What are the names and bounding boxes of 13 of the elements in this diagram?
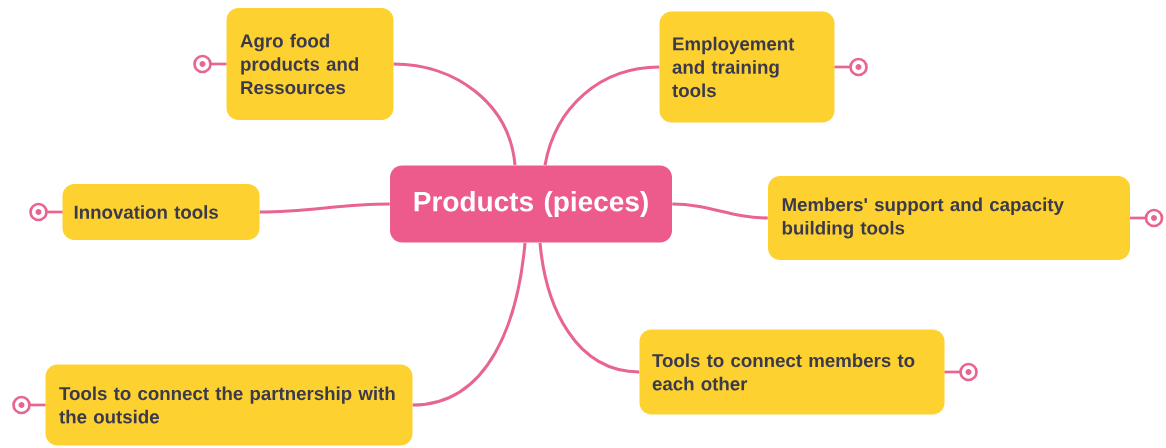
subtopic-box: Agro food products and Ressources (226, 8, 394, 120)
connector (538, 242, 640, 374)
topic-box: Products (pieces) (390, 165, 672, 243)
connector (259, 202, 390, 214)
connector (543, 65, 660, 166)
connector (412, 242, 527, 407)
connector (393, 62, 517, 166)
subtopic-box: Tools to connect the partnership with the outside (45, 364, 413, 446)
subtopic-box: Employement and training tools (659, 11, 835, 123)
subtopic-box: Innovation tools (62, 184, 260, 240)
subtopic-box: Members' support and capacity building tools (768, 176, 1130, 260)
subtopic-box: Tools to connect members to each other (639, 329, 945, 415)
connector (672, 202, 768, 220)
